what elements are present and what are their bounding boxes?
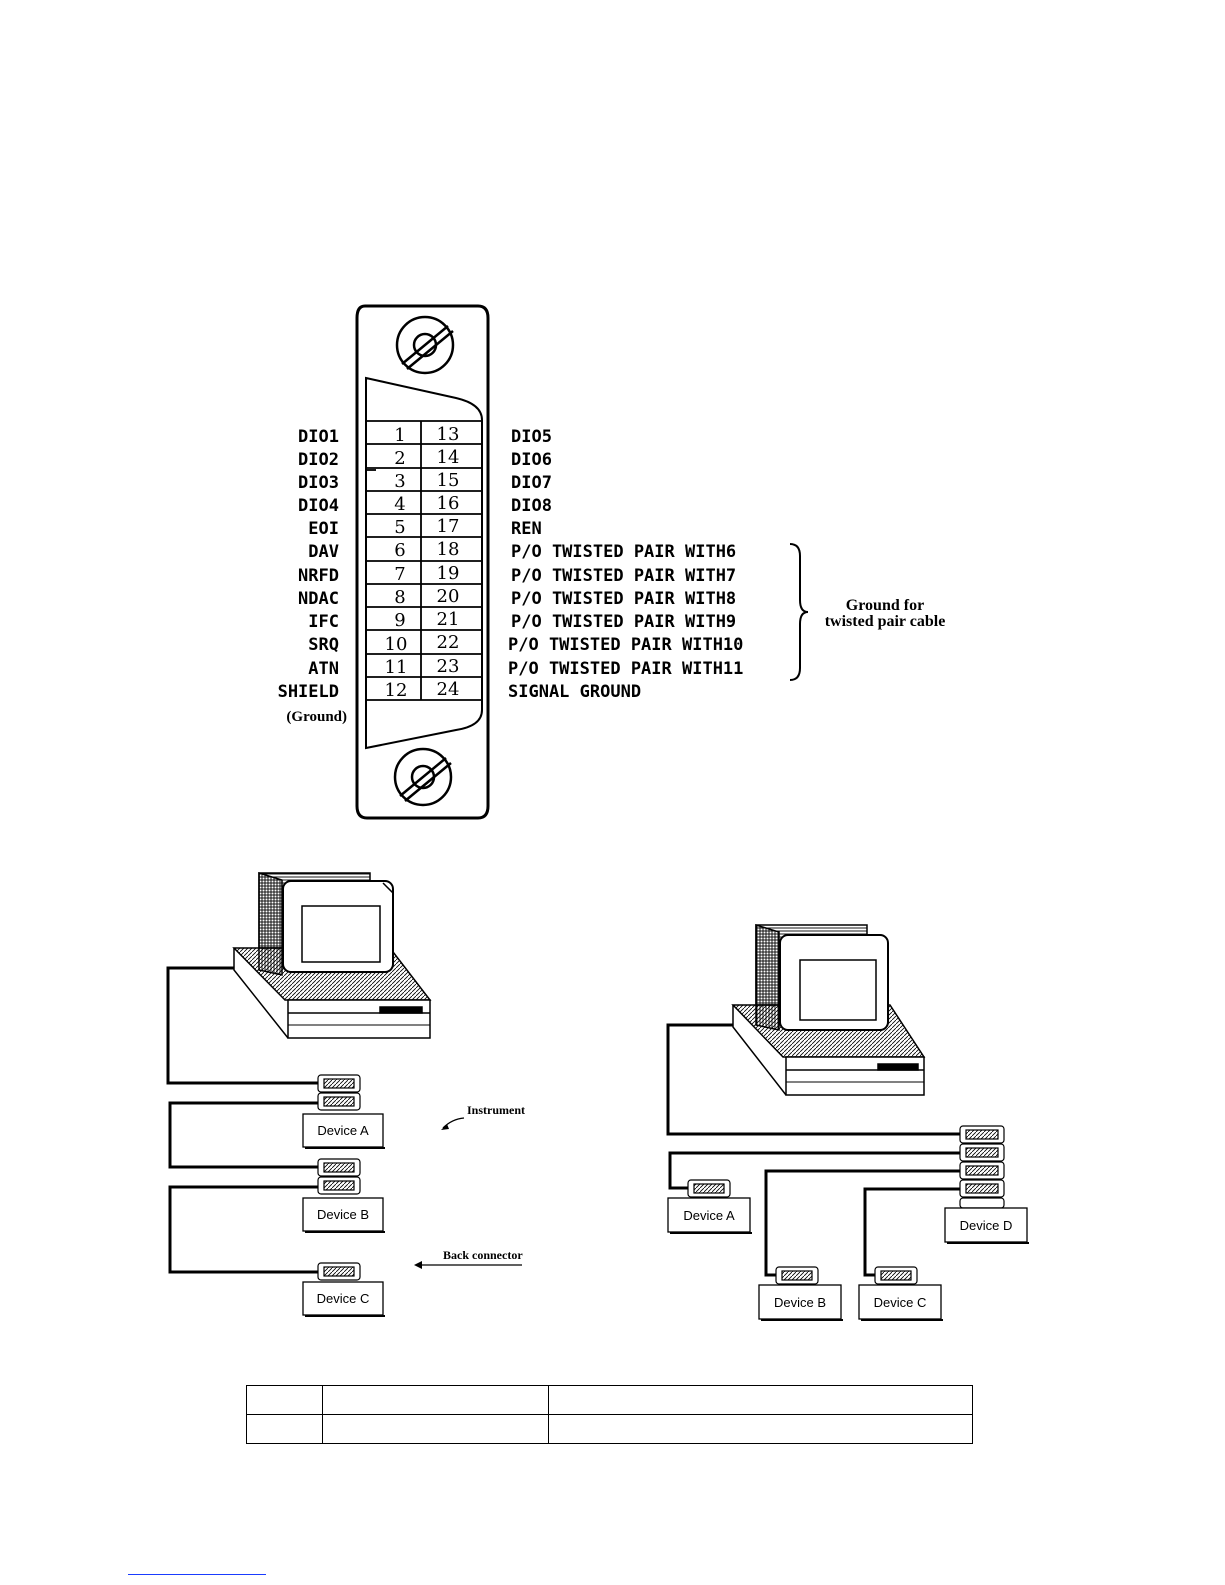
back-connector-label: Back connector bbox=[443, 1248, 523, 1262]
daisy-device-c-label: Device C bbox=[317, 1291, 370, 1306]
left-label-2: DIO2 bbox=[298, 450, 339, 470]
right-label-23: P/O TWISTED PAIR WITH11 bbox=[508, 659, 743, 679]
footer-link-underline bbox=[128, 1574, 266, 1575]
left-sub-label: (Ground) bbox=[286, 709, 347, 725]
left-label-11: ATN bbox=[308, 659, 339, 679]
ground-note-line1: Ground for bbox=[846, 597, 924, 614]
device-box bbox=[302, 1113, 384, 1148]
right-label-20: P/O TWISTED PAIR WITH8 bbox=[511, 589, 736, 609]
connector-icon bbox=[317, 1074, 361, 1281]
right-label-13: DIO5 bbox=[511, 427, 552, 447]
star-device-d-label: Device D bbox=[960, 1218, 1013, 1233]
right-label-19: P/O TWISTED PAIR WITH7 bbox=[511, 566, 736, 586]
pin-number: 2 bbox=[394, 448, 405, 469]
connector-icon bbox=[687, 1125, 1005, 1285]
pin-number: 24 bbox=[437, 679, 460, 700]
left-label-8: NDAC bbox=[298, 589, 339, 609]
left-label-7: NRFD bbox=[298, 566, 339, 586]
pin-number: 5 bbox=[394, 517, 405, 538]
pin-number: 13 bbox=[437, 424, 460, 445]
ground-note-line2: twisted pair cable bbox=[825, 613, 946, 630]
pin-number: 1 bbox=[394, 425, 405, 446]
pin-number: 9 bbox=[394, 610, 405, 631]
table-cell bbox=[548, 1414, 973, 1444]
pin-grid bbox=[366, 420, 482, 701]
left-label-3: DIO3 bbox=[298, 473, 339, 493]
pin-number: 7 bbox=[394, 564, 405, 585]
pin-number: 21 bbox=[437, 609, 460, 630]
table-row bbox=[246, 1385, 973, 1415]
left-label-12: SHIELD bbox=[278, 682, 339, 702]
pin-number: 12 bbox=[385, 680, 408, 701]
pin-number: 6 bbox=[394, 540, 405, 561]
instrument-label: Instrument bbox=[467, 1103, 525, 1117]
right-label-14: DIO6 bbox=[511, 450, 552, 470]
pin-number: 10 bbox=[385, 634, 408, 655]
star-cables bbox=[666, 1023, 960, 1277]
device-box bbox=[858, 1284, 942, 1320]
pin-number: 20 bbox=[437, 586, 460, 607]
right-label-22: P/O TWISTED PAIR WITH10 bbox=[508, 635, 743, 655]
right-label-24: SIGNAL GROUND bbox=[508, 682, 641, 702]
table-cell bbox=[246, 1385, 323, 1415]
left-label-9: IFC bbox=[308, 612, 339, 632]
top-screw-icon bbox=[395, 315, 455, 375]
device-box bbox=[944, 1207, 1028, 1243]
right-label-18: P/O TWISTED PAIR WITH6 bbox=[511, 542, 736, 562]
pin-number: 22 bbox=[437, 632, 460, 653]
gpib-connector bbox=[355, 304, 809, 820]
right-label-15: DIO7 bbox=[511, 473, 552, 493]
pin-number: 16 bbox=[437, 493, 460, 514]
pin-number: 15 bbox=[437, 470, 460, 491]
pin-number: 18 bbox=[437, 539, 460, 560]
star-device-b-label: Device B bbox=[774, 1295, 826, 1310]
pin-number: 14 bbox=[437, 447, 460, 468]
star-device-a-label: Device A bbox=[683, 1208, 735, 1223]
star-devices bbox=[667, 1197, 1029, 1321]
bottom-screw-icon bbox=[393, 747, 453, 807]
left-label-5: EOI bbox=[308, 519, 339, 539]
pin-number: 23 bbox=[437, 656, 460, 677]
table-cell bbox=[322, 1414, 549, 1444]
daisy-chain-cables bbox=[166, 966, 318, 1274]
pin-number: 8 bbox=[394, 587, 405, 608]
connector-body bbox=[355, 304, 490, 820]
pin-number: 4 bbox=[394, 494, 405, 515]
star-device-c-label: Device C bbox=[874, 1295, 927, 1310]
computer-icon bbox=[731, 923, 926, 1096]
right-label-16: DIO8 bbox=[511, 496, 552, 516]
device-box bbox=[302, 1197, 384, 1232]
table-cell bbox=[322, 1385, 549, 1415]
left-label-4: DIO4 bbox=[298, 496, 339, 516]
pin-number: 3 bbox=[394, 471, 405, 492]
daisy-device-b-label: Device B bbox=[317, 1207, 369, 1222]
ground-brace bbox=[789, 543, 809, 681]
empty-table bbox=[246, 1385, 973, 1444]
pin-number: 17 bbox=[437, 516, 460, 537]
daisy-device-a-label: Device A bbox=[317, 1123, 369, 1138]
pin-number: 19 bbox=[437, 563, 460, 584]
right-label-21: P/O TWISTED PAIR WITH9 bbox=[511, 612, 736, 632]
daisy-devices bbox=[302, 1113, 385, 1317]
left-label-10: SRQ bbox=[308, 635, 339, 655]
right-label-17: REN bbox=[511, 519, 542, 539]
computer-icon bbox=[232, 871, 432, 1039]
table-cell bbox=[246, 1414, 323, 1444]
left-label-6: DAV bbox=[308, 542, 339, 562]
device-box bbox=[758, 1284, 842, 1320]
d-shell bbox=[365, 376, 483, 750]
device-box bbox=[667, 1197, 751, 1233]
left-label-1: DIO1 bbox=[298, 427, 339, 447]
table-row bbox=[246, 1414, 973, 1444]
pin-number: 11 bbox=[385, 657, 408, 678]
table-cell bbox=[548, 1385, 973, 1415]
